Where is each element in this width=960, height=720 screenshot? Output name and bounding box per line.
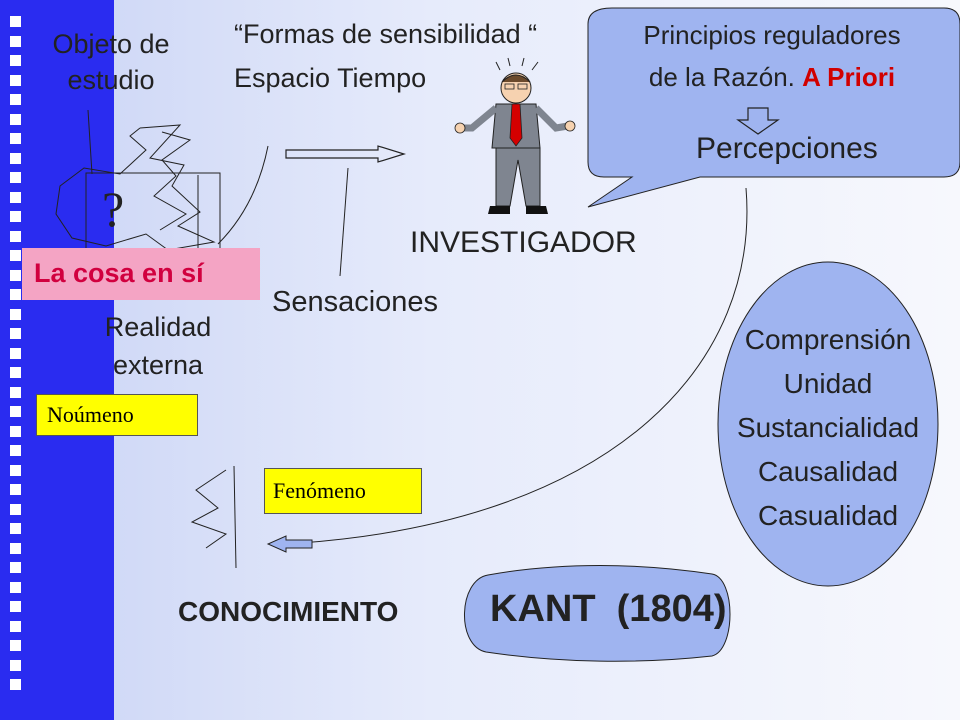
investigator-figure bbox=[454, 57, 576, 214]
objeto-label: Objeto de estudio bbox=[52, 29, 170, 95]
principios-label: Principios reguladores de la Razón. A Pr… bbox=[643, 20, 901, 92]
sidebar-square bbox=[10, 191, 21, 203]
sidebar-square bbox=[10, 406, 21, 417]
principios-bubble bbox=[587, 7, 960, 208]
sidebar-square bbox=[10, 523, 21, 534]
down-arrow-icon bbox=[736, 107, 780, 135]
sidebar-square bbox=[10, 55, 21, 66]
sidebar-square bbox=[10, 347, 21, 359]
sidebar-square bbox=[10, 113, 21, 125]
formas-label: “Formas de sensibilidad “ Espacio Tiempo bbox=[234, 19, 538, 93]
sidebar-square bbox=[10, 16, 21, 27]
kant-label: KANT (1804) bbox=[490, 588, 727, 630]
sidebar-square bbox=[10, 152, 21, 164]
objeto-pointer bbox=[87, 109, 93, 175]
category-item: Sustancialidad bbox=[736, 412, 920, 443]
sensaciones-label: Sensaciones bbox=[272, 286, 439, 318]
sidebar-square bbox=[10, 620, 21, 632]
left-arrow-icon bbox=[266, 535, 313, 553]
sidebar-square bbox=[10, 172, 21, 183]
sidebar-square bbox=[10, 269, 21, 281]
sidebar-bar bbox=[0, 0, 114, 720]
noumeno-box: Noúmeno bbox=[36, 394, 198, 436]
categories-ellipse bbox=[717, 261, 939, 587]
right-arrow-icon bbox=[285, 145, 407, 163]
sidebar-square bbox=[10, 640, 21, 651]
sidebar-square bbox=[10, 250, 21, 261]
cosa-scribble bbox=[55, 124, 216, 251]
sidebar-square bbox=[10, 367, 21, 378]
category-item: Comprensión bbox=[744, 324, 912, 355]
sidebar-square bbox=[10, 425, 21, 437]
sidebar-square bbox=[10, 386, 21, 398]
sensaciones-pointer bbox=[339, 167, 349, 277]
kant-shape bbox=[464, 565, 731, 662]
sidebar-square bbox=[10, 308, 21, 320]
sidebar-square bbox=[10, 659, 21, 671]
sidebar-square bbox=[10, 445, 21, 456]
conocimiento-scribble bbox=[190, 469, 228, 549]
question-mark: ? bbox=[102, 181, 125, 237]
investigador-label: INVESTIGADOR bbox=[410, 226, 637, 259]
sidebar-square bbox=[10, 211, 21, 222]
sidebar-square bbox=[10, 94, 21, 105]
sidebar-square bbox=[10, 464, 21, 476]
sidebar-square bbox=[10, 133, 21, 144]
conocimiento-line bbox=[233, 465, 237, 569]
sidebar-square bbox=[10, 289, 21, 300]
sidebar-square bbox=[10, 562, 21, 573]
sensation-arc bbox=[217, 145, 269, 245]
category-item: Unidad bbox=[783, 368, 873, 399]
sidebar-square bbox=[10, 503, 21, 515]
cosa-band bbox=[22, 248, 260, 300]
sidebar-square bbox=[10, 328, 21, 339]
category-item: Causalidad bbox=[757, 456, 899, 487]
sidebar-square bbox=[10, 679, 21, 690]
sidebar-square bbox=[10, 542, 21, 554]
sidebar-square bbox=[10, 230, 21, 242]
realidad-label: Realidad externa bbox=[104, 312, 212, 380]
sidebar-square bbox=[10, 484, 21, 495]
sidebar-square bbox=[10, 35, 21, 47]
sidebar-square bbox=[10, 601, 21, 612]
return-curve bbox=[299, 187, 748, 544]
cosa-en-si-label: La cosa en sí bbox=[34, 258, 204, 288]
percepciones-label: Percepciones bbox=[696, 132, 878, 165]
fenomeno-box: Fenómeno bbox=[264, 468, 422, 514]
sidebar-square bbox=[10, 581, 21, 593]
category-item: Casualidad bbox=[757, 500, 899, 531]
conocimiento-label: CONOCIMIENTO bbox=[178, 596, 399, 627]
cosa-scribble-inner bbox=[153, 131, 192, 231]
sidebar-square bbox=[10, 74, 21, 86]
a-priori-label: A Priori bbox=[802, 62, 896, 92]
